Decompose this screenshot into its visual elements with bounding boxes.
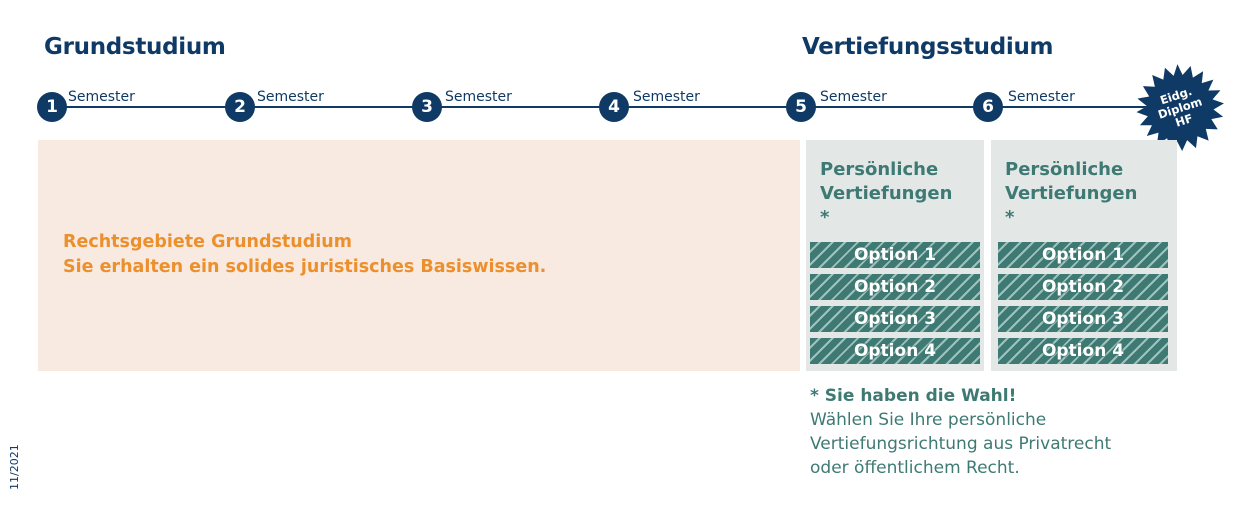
- semester-1-label: Semester: [68, 89, 135, 105]
- starburst-icon: [1136, 64, 1224, 151]
- grundstudium-block-subtitle: Sie erhalten ein solides juristisches Ba…: [63, 257, 547, 277]
- choice-note: * Sie haben die Wahl! Wählen Sie Ihre pe…: [810, 384, 1111, 480]
- option-4: Option 4: [810, 338, 980, 364]
- option-4: Option 4: [998, 338, 1168, 364]
- option-2: Option 2: [998, 274, 1168, 300]
- option-1: Option 1: [998, 242, 1168, 268]
- vertiefungen-star: *: [1005, 207, 1015, 228]
- choice-note-line-2: Vertiefungsrichtung aus Privatrecht: [810, 434, 1112, 454]
- diploma-badge: Eidg. Diplom HF: [1134, 62, 1226, 154]
- semester-4-circle: 4: [599, 92, 629, 122]
- vertiefungen-column-5: Persönliche Vertiefungen * Option 1 Opti…: [806, 140, 984, 371]
- vertiefungsstudium-heading: Vertiefungsstudium: [802, 34, 1054, 60]
- semester-1-circle: 1: [37, 92, 67, 122]
- option-2: Option 2: [810, 274, 980, 300]
- vertiefungen-column-6: Persönliche Vertiefungen * Option 1 Opti…: [991, 140, 1177, 371]
- choice-note-title: * Sie haben die Wahl!: [810, 386, 1017, 406]
- semester-4-label: Semester: [633, 89, 700, 105]
- semester-6-label: Semester: [1008, 89, 1075, 105]
- semester-3-circle: 3: [412, 92, 442, 122]
- grundstudium-block: Rechtsgebiete Grundstudium Sie erhalten …: [38, 140, 800, 371]
- semester-5-circle: 5: [786, 92, 816, 122]
- option-3: Option 3: [810, 306, 980, 332]
- semester-2-label: Semester: [257, 89, 324, 105]
- option-1: Option 1: [810, 242, 980, 268]
- semester-2-circle: 2: [225, 92, 255, 122]
- choice-note-line-1: Wählen Sie Ihre persönliche: [810, 410, 1047, 430]
- semester-3-label: Semester: [445, 89, 512, 105]
- vertiefungen-title-line-1: Persönliche: [1005, 159, 1124, 180]
- vertiefungen-star: *: [820, 207, 830, 228]
- vertiefungen-title-line-2: Vertiefungen: [820, 183, 953, 204]
- vertiefungen-title-line-1: Persönliche: [820, 159, 939, 180]
- semester-5-label: Semester: [820, 89, 887, 105]
- choice-note-line-3: oder öffentlichem Recht.: [810, 458, 1020, 478]
- vertiefungen-title-line-2: Vertiefungen: [1005, 183, 1138, 204]
- grundstudium-block-title: Rechtsgebiete Grundstudium: [63, 232, 352, 252]
- option-3: Option 3: [998, 306, 1168, 332]
- date-label: 11/2021: [8, 444, 21, 490]
- badge-line-3: HF: [1173, 110, 1195, 130]
- grundstudium-heading: Grundstudium: [44, 34, 226, 60]
- semester-6-circle: 6: [973, 92, 1003, 122]
